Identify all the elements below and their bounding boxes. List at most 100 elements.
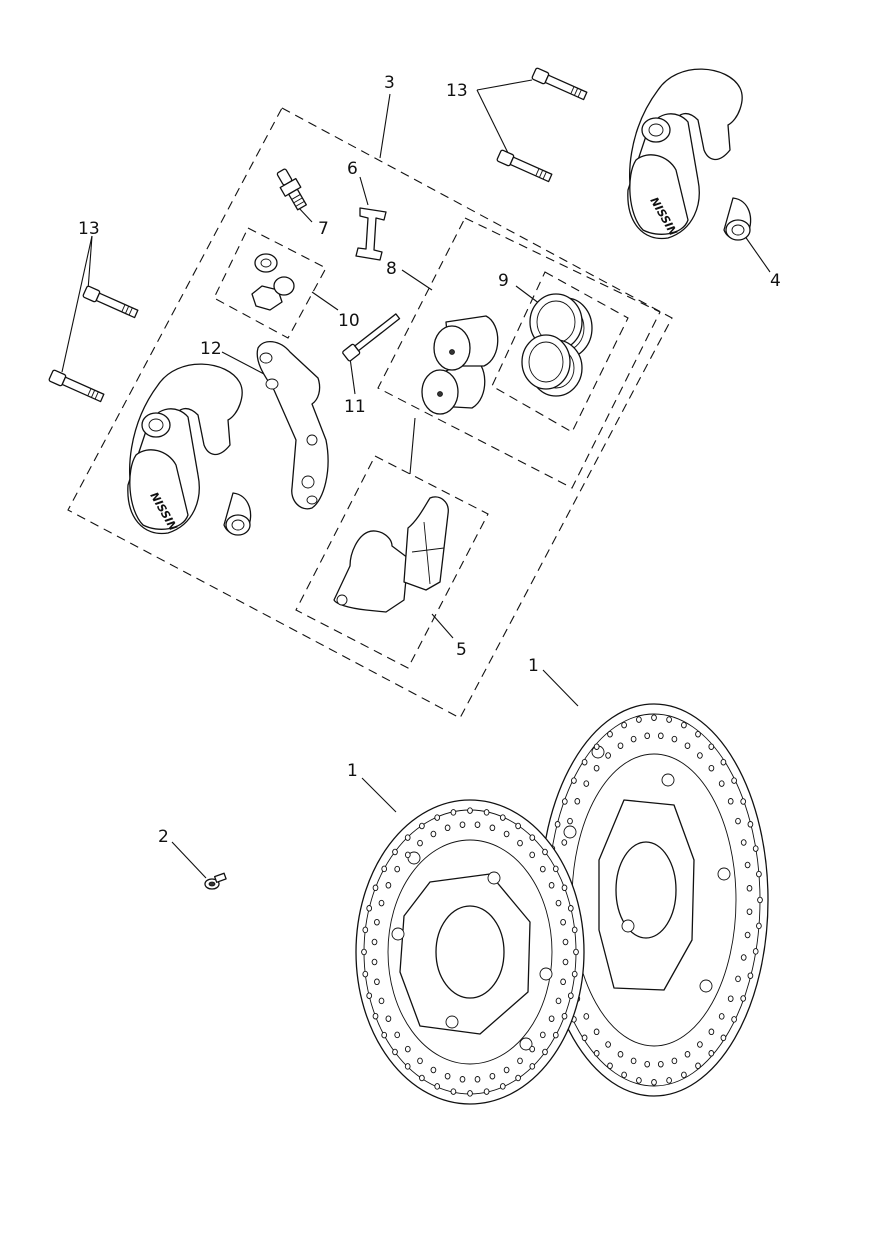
drill-hole — [394, 1031, 401, 1039]
drill-hole — [720, 758, 727, 766]
drill-hole — [630, 1057, 637, 1065]
drill-hole — [529, 834, 536, 841]
bolt-13-top-b — [496, 149, 553, 183]
drill-hole — [499, 814, 506, 821]
drill-hole — [695, 730, 701, 738]
callout-3: 3 — [384, 73, 395, 93]
drill-hole — [450, 1088, 457, 1095]
drill-hole — [720, 1034, 727, 1042]
drill-hole — [378, 997, 385, 1005]
drill-hole — [746, 908, 753, 915]
drill-hole — [474, 821, 481, 828]
drill-hole — [727, 798, 734, 805]
drill-hole — [718, 780, 725, 787]
drill-hole — [459, 1076, 466, 1083]
callout-5: 5 — [456, 640, 467, 660]
drill-hole — [548, 1015, 555, 1022]
drill-hole — [651, 1079, 657, 1086]
drill-hole — [740, 798, 747, 805]
drill-hole — [727, 995, 734, 1002]
drill-hole — [605, 1041, 611, 1048]
drill-hole — [372, 1012, 379, 1020]
drill-hole — [392, 1048, 398, 1056]
drill-hole — [593, 743, 600, 750]
drill-hole — [489, 824, 496, 832]
callout-labels: 3 13 13 6 7 8 9 10 12 11 4 5 1 1 2 — [78, 73, 781, 847]
kit-outline-3 — [67, 107, 673, 719]
drill-hole — [529, 1063, 536, 1070]
drill-hole — [366, 992, 373, 999]
callout-11: 11 — [344, 397, 366, 417]
drill-hole — [552, 865, 559, 873]
disc-rivets — [563, 745, 731, 993]
pad-pin-11 — [342, 313, 401, 362]
drill-hole — [562, 958, 569, 966]
drill-hole — [404, 834, 411, 841]
drill-hole — [450, 809, 457, 816]
drill-hole — [593, 1028, 600, 1036]
drill-hole — [381, 865, 388, 873]
drill-hole — [444, 824, 451, 832]
drill-hole — [371, 938, 378, 946]
drill-hole — [617, 1051, 624, 1058]
drill-hole — [361, 948, 367, 956]
drill-hole — [381, 1031, 388, 1039]
drill-hole — [517, 839, 523, 847]
drill-hole — [404, 1045, 411, 1053]
drill-hole — [681, 1071, 687, 1079]
drill-hole — [630, 735, 637, 743]
drill-hole — [548, 882, 555, 889]
mounting-bracket-12 — [256, 341, 329, 510]
drill-hole — [671, 735, 678, 743]
drill-hole — [621, 1071, 627, 1079]
drill-hole — [555, 899, 562, 907]
drill-hole — [740, 839, 747, 846]
drill-hole — [746, 885, 753, 892]
drill-hole — [562, 938, 569, 946]
drill-hole — [417, 839, 423, 847]
drill-hole — [503, 1066, 510, 1074]
brake-disc-front — [355, 799, 585, 1105]
drill-hole — [483, 809, 490, 816]
kit-outline-9 — [491, 271, 629, 433]
drill-hole — [419, 1074, 425, 1082]
drill-hole — [731, 1016, 737, 1023]
drill-hole — [607, 1062, 613, 1070]
drill-hole — [740, 954, 747, 961]
callout-2: 2 — [158, 827, 169, 847]
brake-caliper-4: NISSIN — [627, 68, 752, 241]
drill-hole — [666, 716, 672, 723]
drill-hole — [567, 817, 573, 825]
drill-hole — [483, 1088, 490, 1095]
callout-1-front: 1 — [347, 761, 358, 781]
drill-hole — [362, 926, 369, 934]
callout-10: 10 — [338, 311, 360, 331]
drill-hole — [552, 1031, 559, 1039]
drill-hole — [644, 732, 651, 740]
drill-hole — [555, 997, 562, 1005]
drill-hole — [571, 970, 578, 978]
drill-hole — [684, 742, 691, 749]
drill-hole — [581, 758, 588, 766]
drill-hole — [747, 821, 754, 828]
drill-hole — [394, 865, 401, 873]
drill-hole — [542, 848, 548, 856]
disc-drill-holes — [361, 807, 579, 1097]
drill-hole — [554, 821, 561, 828]
disc-screw-2 — [204, 872, 227, 890]
drill-hole — [434, 1083, 441, 1090]
drill-hole — [561, 839, 568, 846]
drill-hole — [567, 992, 574, 999]
drill-hole — [378, 899, 385, 907]
drill-hole — [651, 714, 657, 721]
drill-hole — [731, 777, 737, 784]
bolt-13-top-a — [531, 67, 588, 101]
drill-hole — [561, 884, 568, 892]
drill-hole — [593, 764, 600, 772]
drill-hole — [636, 1077, 642, 1084]
drill-hole — [374, 918, 380, 926]
cap-seal-10 — [251, 253, 295, 311]
pad-spring-6 — [355, 207, 387, 261]
drill-hole — [752, 845, 759, 852]
